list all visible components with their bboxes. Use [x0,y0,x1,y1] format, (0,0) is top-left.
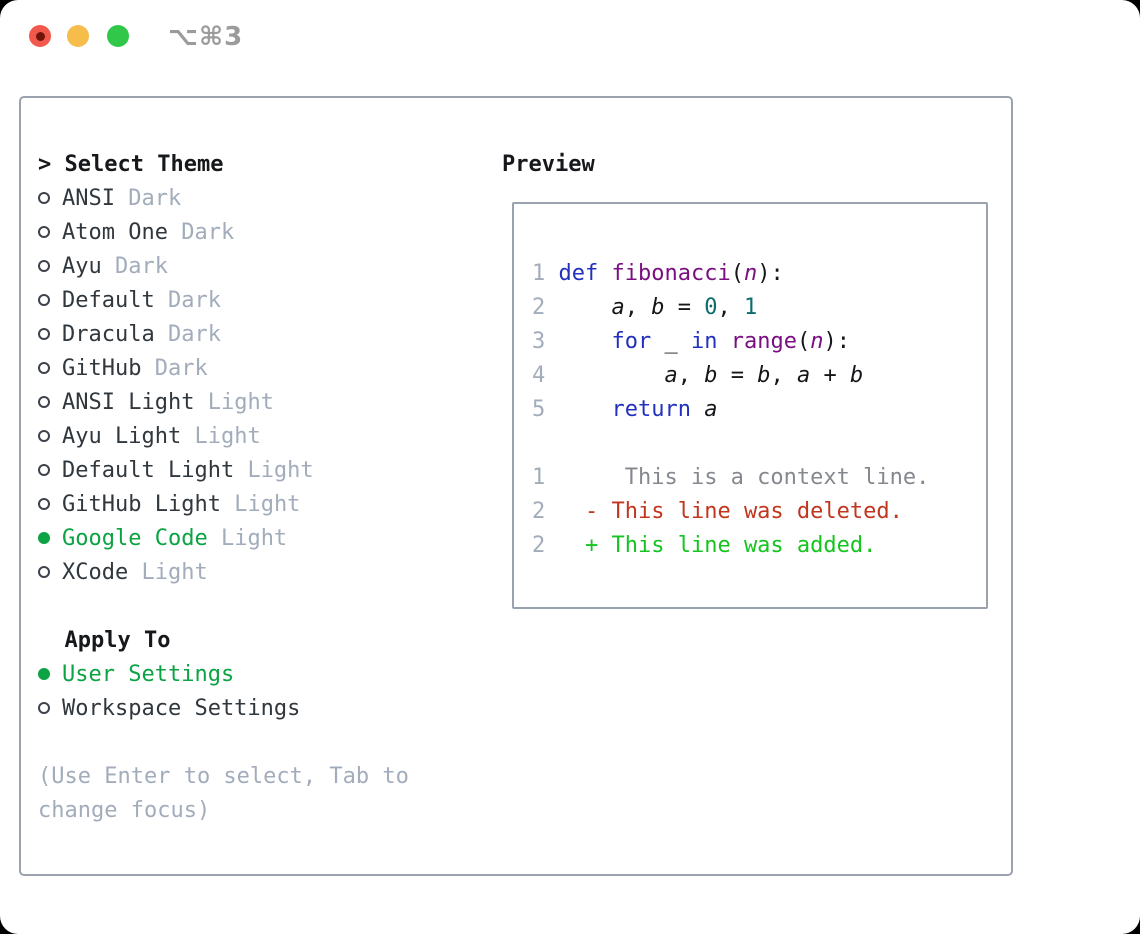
theme-name: ANSI Light [62,390,195,415]
line-number: 1 [532,261,559,286]
close-button[interactable] [29,25,51,47]
theme-name: ANSI [62,186,115,211]
theme-variant: Light [220,526,288,551]
radio-icon [38,294,50,306]
pointer-icon: > [38,152,52,177]
code-line: 2 a, b = 0, 1 [532,295,758,320]
theme-name: Ayu Light [62,424,182,449]
line-number: 2 [532,295,559,320]
line-number: 3 [532,329,559,354]
diff-line: 2 - This line was deleted. [532,499,903,524]
theme-option-ayu-light[interactable]: Ayu Light Light [38,420,488,454]
line-number: 2 [532,533,559,558]
apply-option-user-settings[interactable]: User Settings [38,658,488,692]
radio-icon [38,328,50,340]
theme-name: Atom One [62,220,168,245]
theme-name: Google Code [62,526,208,551]
theme-menu-title: Select Theme [64,152,224,177]
code-line: 1 def fibonacci(n): [532,261,784,286]
theme-option-github-light[interactable]: GitHub Light Light [38,488,488,522]
preview-box: 1 def fibonacci(n): 2 a, b = 0, 1 3 for _ … [512,202,988,609]
theme-name: Default [62,288,155,313]
line-number: 2 [532,499,559,524]
theme-option-ayu-dark[interactable]: Ayu Dark [38,250,488,284]
theme-variant: Light [234,492,301,517]
preview-title: Preview [502,152,595,177]
help-text-line1: (Use Enter to select, Tab to [38,764,409,789]
minimize-button[interactable] [67,25,89,47]
zoom-button[interactable] [107,25,129,47]
code-preview: 1 def fibonacci(n): 2 a, b = 0, 1 3 for _ … [532,257,986,563]
line-number: 4 [532,363,559,388]
theme-name: Ayu [62,254,102,279]
spacer [38,726,488,760]
line-number: 5 [532,397,559,422]
help-text-line2: change focus) [38,798,211,823]
apply-to-header-row: Apply To [38,624,488,658]
theme-option-dracula-dark[interactable]: Dracula Dark [38,318,488,352]
spacer [38,590,488,624]
theme-name: XCode [62,560,129,585]
radio-icon [38,226,50,238]
theme-option-default-dark[interactable]: Default Dark [38,284,488,318]
theme-menu-header-row: > Select Theme [38,148,488,182]
theme-variant: Light [207,390,274,415]
theme-option-github-dark[interactable]: GitHub Dark [38,352,488,386]
code-line: 3 for _ in range(n): [532,329,850,354]
title-bar: ⌥⌘3 [0,0,1140,72]
theme-variant: Light [247,458,314,483]
theme-variant: Dark [181,220,235,245]
theme-variant: Dark [167,288,221,313]
apply-to-title: Apply To [64,628,171,653]
radio-selected-icon [38,532,50,544]
theme-variant: Dark [115,254,168,279]
radio-icon [38,362,50,374]
theme-option-xcode-light[interactable]: XCode Light [38,556,488,590]
radio-icon [38,464,50,476]
theme-variant: Dark [154,356,208,381]
apply-option-workspace-settings[interactable]: Workspace Settings [38,692,488,726]
theme-name: Dracula [62,322,155,347]
theme-option-default-light[interactable]: Default Light Light [38,454,488,488]
theme-name: GitHub Light [62,492,221,517]
radio-selected-icon [38,668,50,680]
code-line: 5 return a [532,397,718,422]
window-title: ⌥⌘3 [168,22,244,52]
radio-icon [38,260,50,272]
blank-line [532,427,986,461]
theme-variant: Dark [167,322,221,347]
theme-option-atom-one-dark[interactable]: Atom One Dark [38,216,488,250]
theme-variant: Light [141,560,208,585]
radio-icon [38,396,50,408]
line-number: 1 [532,465,559,490]
theme-option-google-code-light[interactable]: Google Code Light [38,522,488,556]
apply-option-label: Workspace Settings [62,696,301,721]
radio-icon [38,702,50,714]
radio-icon [38,566,50,578]
close-dot-icon [35,31,45,41]
radio-icon [38,430,50,442]
code-line: 4 a, b = b, a + b [532,363,864,388]
theme-variant: Dark [128,186,182,211]
radio-icon [38,498,50,510]
diff-line: 1 This is a context line. [532,465,930,490]
theme-name: GitHub [62,356,142,381]
radio-icon [38,192,50,204]
apply-option-label: User Settings [62,662,235,687]
theme-variant: Light [194,424,261,449]
theme-option-ansi-dark[interactable]: ANSI Dark [38,182,488,216]
theme-option-ansi-light[interactable]: ANSI Light Light [38,386,488,420]
theme-name: Default Light [62,458,235,483]
diff-line: 2 + This line was added. [532,533,877,558]
